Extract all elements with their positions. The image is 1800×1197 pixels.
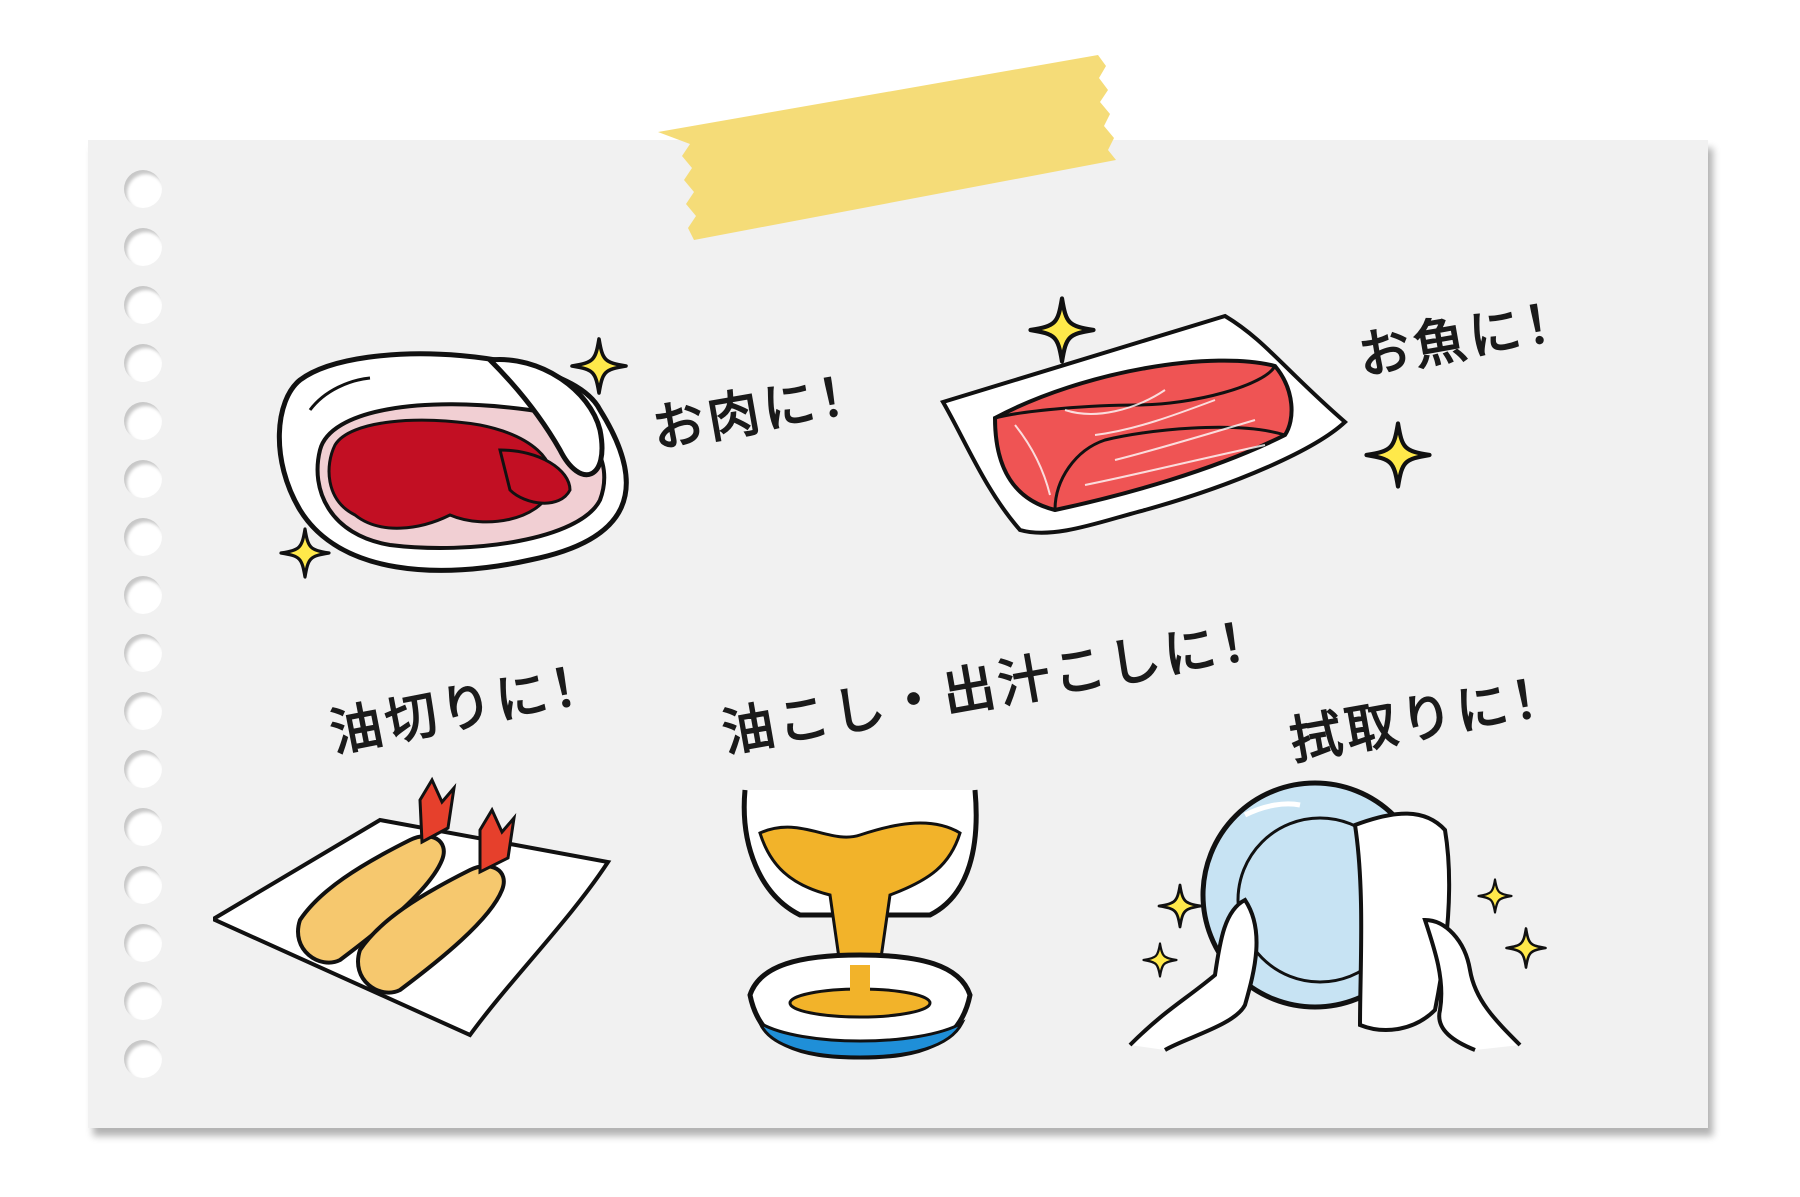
- shrimp-tempura: [296, 776, 457, 965]
- sparkle-icon: [1367, 424, 1430, 487]
- strainer-illustration: [741, 789, 979, 1060]
- punch-hole: [124, 344, 162, 382]
- punch-hole: [124, 982, 162, 1020]
- punch-hole: [124, 170, 162, 208]
- punch-hole: [124, 808, 162, 846]
- punch-hole: [124, 692, 162, 730]
- punch-hole: [124, 1040, 162, 1078]
- punch-hole: [124, 634, 162, 672]
- meat-illustration: [276, 351, 629, 573]
- punch-hole: [124, 518, 162, 556]
- punch-hole: [124, 750, 162, 788]
- fish-illustration: [940, 313, 1348, 535]
- punch-hole: [124, 402, 162, 440]
- punch-hole: [124, 576, 162, 614]
- dish-wiping-illustration: [1128, 780, 1522, 1052]
- punch-hole: [124, 866, 162, 904]
- punch-hole: [124, 228, 162, 266]
- punch-hole: [124, 460, 162, 498]
- shrimp-tempura: [356, 806, 517, 995]
- tempura-illustration: [213, 776, 612, 1038]
- punch-hole: [124, 286, 162, 324]
- punch-hole: [124, 924, 162, 962]
- masking-tape: [658, 55, 1116, 240]
